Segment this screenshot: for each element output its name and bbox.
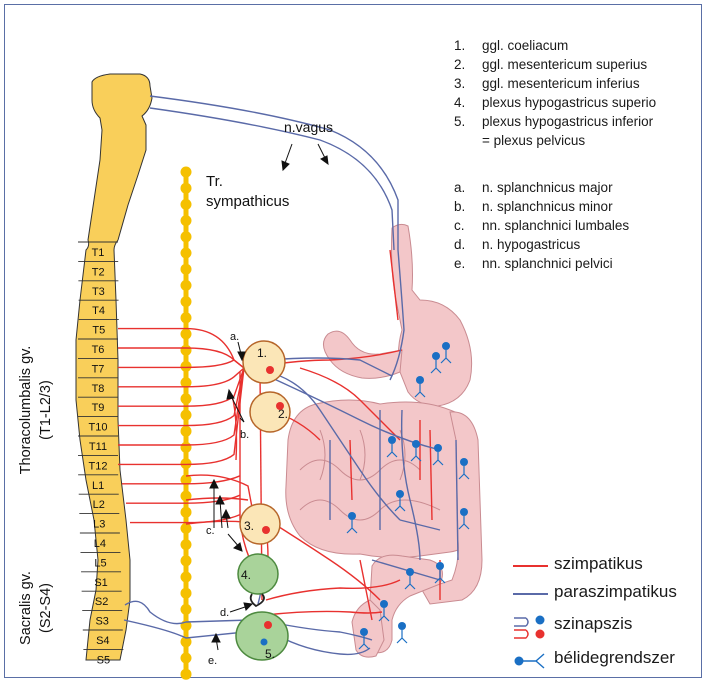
thoraco-label-line2: (T1-L2/3) [38, 380, 54, 440]
sacralis-label-line1: Sacralis gv. [18, 571, 34, 645]
vertebra-label: L4 [94, 538, 106, 550]
vertebra-label: T8 [92, 383, 105, 395]
ganglion-4: 4. [238, 554, 278, 594]
vertebra-label: S1 [94, 577, 107, 589]
ganglion-4-label: 4. [241, 568, 251, 582]
enteric-node [388, 436, 396, 444]
enteric-node [460, 508, 468, 516]
sympathetic-trunk [181, 167, 192, 680]
enteric-node [436, 562, 444, 570]
list-item: e.nn. splanchnici pelvici [454, 256, 465, 271]
enteric-node [348, 512, 356, 520]
enteric-node [398, 622, 406, 630]
ganglion-5-label: 5. [265, 647, 275, 661]
vertebra-label: L3 [93, 519, 105, 531]
ganglion-3: 3. [240, 504, 280, 544]
legend-sympathetic-label: szimpatikus [554, 554, 643, 574]
enteric-node [460, 458, 468, 466]
vertebra-label: S5 [97, 654, 110, 666]
letter-d: d. [220, 607, 229, 619]
vertebra-label: T5 [92, 325, 105, 337]
vertebra-label: S4 [96, 635, 109, 647]
letter-e: e. [208, 655, 217, 667]
vagus-label: n.vagus [284, 119, 333, 135]
letter-a: a. [230, 331, 239, 343]
legend-enteric-icon [515, 654, 545, 668]
enteric-node [380, 600, 388, 608]
enteric-node [412, 440, 420, 448]
vertebra-label: L1 [92, 480, 104, 492]
sacralis-label-line2: (S2-S4) [38, 583, 54, 633]
list-item: 3.ggl. mesentericum inferius [454, 76, 465, 91]
enteric-node [442, 342, 450, 350]
vertebra-label: T11 [89, 441, 107, 453]
list-item: c.nn. splanchnici lumbales [454, 218, 465, 233]
ganglion-3-label: 3. [244, 519, 254, 533]
vertebra-label: L2 [93, 499, 105, 511]
legend-symbols [513, 566, 548, 668]
spinal-sympathetic-outflow [118, 329, 244, 523]
list-item: a.n. splanchnicus major [454, 180, 465, 195]
ganglion-2: 2. [250, 392, 290, 432]
list-item: 5.plexus hypogastricus inferior [454, 114, 465, 129]
vertebra-label: S3 [95, 616, 108, 628]
ganglion-1-label: 1. [257, 346, 267, 360]
list-item: 4.plexus hypogastricus superio [454, 95, 465, 110]
thoraco-label-line1: Thoracolumbalis gv. [18, 346, 34, 475]
legend-parasympathetic-label: paraszimpatikus [554, 582, 677, 602]
legend-synapse-icon [514, 616, 545, 639]
vertebra-label: T9 [92, 402, 105, 414]
enteric-node [406, 568, 414, 576]
intestines [286, 224, 482, 657]
legend-enteric-label: bélidegrendszer [554, 648, 675, 668]
tr-label-line1: Tr. [206, 173, 223, 190]
tr-label-line2: sympathicus [206, 193, 289, 210]
vertebra-label: T1 [92, 247, 105, 259]
list-item: 1.ggl. coeliacum [454, 38, 465, 53]
vertebra-label: T3 [92, 286, 105, 298]
enteric-node [434, 444, 442, 452]
enteric-node [416, 376, 424, 384]
list-item: b.n. splanchnicus minor [454, 199, 465, 214]
letter-c: c. [206, 525, 215, 537]
vertebra-label: S2 [95, 596, 108, 608]
legend-synapse-label: szinapszis [554, 614, 632, 634]
list-item: d.n. hypogastricus [454, 237, 465, 252]
vertebra-label: T6 [92, 344, 105, 356]
vertebra-label: L5 [94, 557, 106, 569]
vertebra-label: T10 [89, 422, 108, 434]
ganglion-5: 5. [236, 612, 288, 661]
enteric-node [432, 352, 440, 360]
enteric-node [396, 490, 404, 498]
vertebra-label: T7 [92, 363, 105, 375]
vertebra-label: T12 [89, 460, 108, 472]
vertebra-label: T2 [92, 266, 105, 278]
vertebra-label: T4 [92, 305, 105, 317]
ganglion-1: 1. [243, 341, 285, 383]
letter-b: b. [240, 429, 249, 441]
enteric-node [360, 628, 368, 636]
list-item: 2.ggl. mesentericum superius [454, 57, 465, 72]
